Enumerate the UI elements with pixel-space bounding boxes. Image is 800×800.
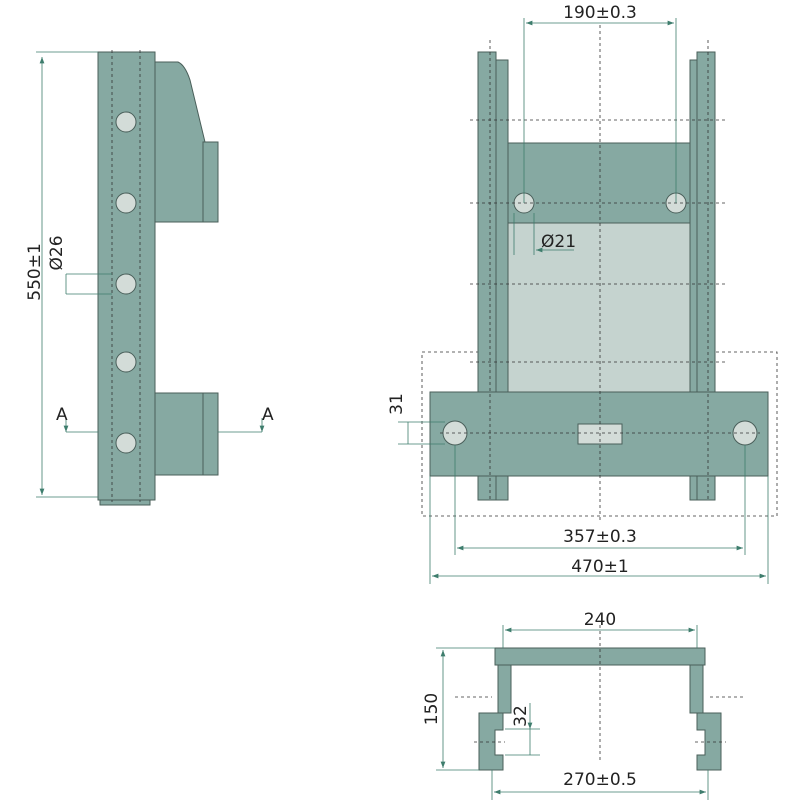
section-marker-left: A xyxy=(56,405,68,425)
hole-diameter-label: Ø26 xyxy=(47,235,67,270)
envelope-outline xyxy=(421,351,778,517)
hole-spacing-dimension: 190±0.3 xyxy=(563,3,637,23)
mounting-hole xyxy=(115,192,137,214)
right-foot xyxy=(696,712,722,771)
mounting-hole xyxy=(115,432,137,454)
height-dimension: 150 xyxy=(422,693,442,725)
inner-width-dimension: 240 xyxy=(584,610,616,630)
slot-height-dimension: 32 xyxy=(511,705,531,727)
right-leg xyxy=(689,664,704,714)
section-marker-right: A xyxy=(262,405,274,425)
right-rail xyxy=(696,51,716,501)
back-panel xyxy=(503,222,698,394)
lower-plate xyxy=(202,392,219,476)
section-view: 240 150 32 270±0.5 xyxy=(422,610,745,800)
outer-width-dimension: 270±0.5 xyxy=(563,770,637,790)
left-foot xyxy=(478,712,504,771)
upper-bracket xyxy=(154,61,206,223)
bottom-hole-spacing-dimension: 357±0.3 xyxy=(563,527,637,547)
hole-diameter-label: Ø21 xyxy=(541,232,576,252)
bar-height-dimension: 31 xyxy=(387,393,407,415)
side-view: 550±1 Ø26 A A xyxy=(25,50,274,506)
mounting-hole xyxy=(115,273,137,295)
height-dimension: 550±1 xyxy=(25,243,45,301)
upper-plate xyxy=(507,142,698,224)
front-view: 190±0.3 Ø21 31 357±0.3 470±1 xyxy=(387,3,778,584)
overall-width-dimension: 470±1 xyxy=(571,557,629,577)
mounting-hole xyxy=(115,351,137,373)
left-leg xyxy=(497,664,512,714)
left-rail xyxy=(477,51,497,501)
mounting-hole xyxy=(115,111,137,133)
upper-plate xyxy=(202,141,219,223)
lower-bracket xyxy=(154,392,204,476)
